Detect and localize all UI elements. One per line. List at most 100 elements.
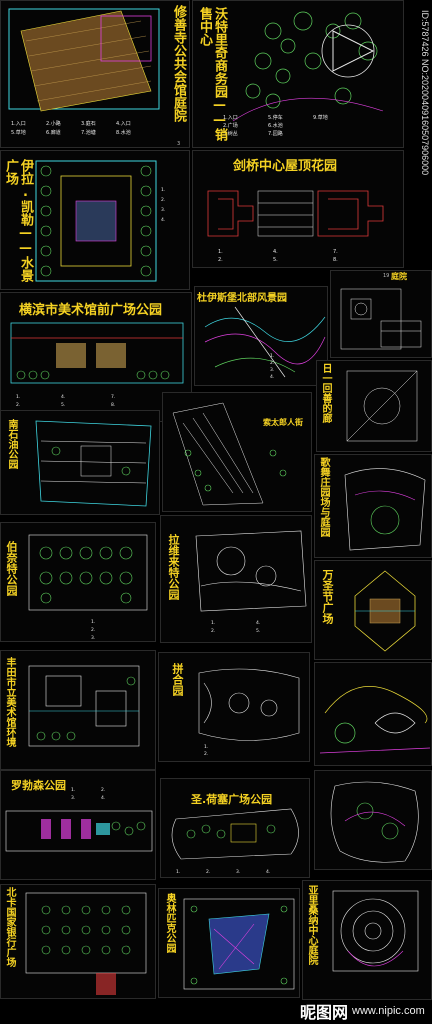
panel-title: 拼合园	[171, 663, 184, 696]
svg-text:2.广场: 2.广场	[223, 122, 238, 129]
panel-title: 伊拉.凯勒——水景广场	[3, 159, 33, 282]
drawing-panel-duyisibao: 杜伊斯堡北部风景园 1.2.3.4.	[194, 286, 328, 386]
svg-text:2.: 2.	[270, 360, 274, 366]
cad-drawing	[354, 570, 416, 652]
cad-drawing	[172, 402, 287, 506]
drawing-panel-shenghesai: 圣.荷塞广场公园 1.2.3.4.	[160, 778, 310, 878]
svg-text:3.树丛: 3.树丛	[223, 130, 238, 137]
cad-drawing: 1.2.3.4.	[171, 808, 299, 875]
drawing-panel-fengtian: 丰田市立美术馆环境	[0, 650, 156, 770]
cad-drawing: 1.2.	[198, 668, 300, 757]
svg-text:9.草地: 9.草地	[313, 114, 328, 121]
drawing-panel-aolinpike: 奥林匹克公园	[158, 888, 300, 998]
svg-text:5.草地: 5.草地	[11, 129, 26, 136]
svg-text:2.: 2.	[204, 751, 208, 757]
svg-text:3.: 3.	[161, 207, 165, 213]
svg-text:7.池塘: 7.池塘	[81, 129, 96, 136]
svg-text:2.: 2.	[91, 627, 95, 633]
svg-text:7.: 7.	[111, 394, 115, 400]
cad-drawing	[28, 665, 140, 747]
drawing-panel-nanshiyou: 南石油公园	[0, 410, 160, 515]
svg-text:3.: 3.	[91, 635, 95, 641]
cad-drawing: 1.4.7. 2.5.8.3.6.	[10, 322, 184, 416]
drawing-panel-tingyuan: 庭院 19	[330, 270, 432, 358]
svg-text:1.: 1.	[91, 619, 95, 625]
cad-drawing	[332, 890, 419, 972]
svg-text:3.庭石: 3.庭石	[81, 120, 96, 127]
panel-title: 剑桥中心屋顶花园	[233, 159, 338, 174]
drawing-panel-hengbin: 横滨市美术馆前广场公园 1.4.7. 2.5.8.3.6.	[0, 292, 192, 422]
svg-text:8.水池: 8.水池	[116, 129, 131, 136]
drawing-panel-spiral	[314, 662, 432, 766]
svg-text:5.: 5.	[256, 628, 260, 634]
cad-drawing	[340, 288, 422, 350]
svg-text:4.: 4.	[256, 620, 260, 626]
cad-drawing	[319, 686, 431, 754]
cad-drawing	[183, 898, 295, 990]
svg-text:6.水池: 6.水池	[268, 122, 283, 129]
svg-text:1.入口: 1.入口	[11, 121, 26, 127]
panel-title: 日一回善的廊	[320, 363, 331, 423]
svg-text:4.: 4.	[273, 249, 278, 255]
panel-title: 杜伊斯堡北部风景园	[197, 293, 287, 304]
drawing-panel-organic	[314, 770, 432, 870]
svg-text:2.: 2.	[206, 869, 210, 875]
page-number: 19	[383, 273, 390, 279]
page-number: 3	[177, 141, 181, 147]
svg-text:3.: 3.	[71, 795, 75, 801]
svg-text:2.: 2.	[161, 197, 165, 203]
svg-text:1.: 1.	[16, 394, 20, 400]
svg-text:7.园路: 7.园路	[268, 130, 283, 137]
svg-text:6.廊道: 6.廊道	[46, 129, 61, 136]
drawing-panel-laweilaite: 拉维来特公园 1.4.2.5.	[160, 515, 312, 643]
cad-drawing: 1.2.3.4.	[5, 787, 153, 852]
drawing-panel-pinhe: 拼合园 1.2.	[158, 652, 310, 762]
watermark-logo: 昵图网 www.nipic.com	[300, 1000, 425, 1022]
svg-text:2.: 2.	[211, 628, 215, 634]
svg-text:1.: 1.	[71, 787, 75, 793]
svg-text:1.: 1.	[204, 744, 208, 750]
cad-drawing	[25, 892, 147, 995]
svg-text:8.: 8.	[333, 257, 338, 263]
cad-drawing	[346, 370, 418, 442]
panel-title: 亚里桑纳中心庭院	[306, 885, 317, 965]
svg-text:8.: 8.	[111, 402, 115, 408]
svg-text:4.入口: 4.入口	[116, 121, 131, 127]
cad-drawing: 1. 2. 3.	[28, 534, 148, 641]
watermark-id: ID:5787426 NO:20200409160507906000	[420, 10, 430, 176]
drawing-panel-rihui: 日一回善的廊	[316, 360, 432, 452]
cad-drawing: 1.4.2.5.	[195, 530, 307, 634]
drawing-panel-gewu: 歌舞庄园场与庭园	[314, 454, 432, 558]
cad-drawing	[330, 781, 419, 863]
panel-title: 修善寺公共会馆庭院	[171, 5, 186, 122]
cad-drawing: 1.4.7. 2.5.8.	[207, 190, 384, 263]
panel-title: 索太郎人街	[263, 418, 303, 427]
panel-title: 丰田市立美术馆环境	[4, 657, 15, 747]
panel-title: 拉维来特公园	[167, 534, 180, 600]
cad-drawing: 1.2.3.4.	[204, 306, 326, 380]
svg-text:5.: 5.	[273, 257, 278, 263]
drawing-panel-beika: 北卡国家银行广场	[0, 884, 156, 999]
watermark-logo-text: 昵图网	[300, 1005, 349, 1022]
svg-text:3.: 3.	[270, 367, 274, 373]
panel-title: 罗勃森公园	[11, 779, 66, 792]
svg-text:4.: 4.	[266, 869, 270, 875]
panel-title: 横滨市美术馆前广场公园	[19, 303, 163, 318]
panel-title: 南石油公园	[6, 419, 17, 469]
drawing-panel-yalisangna: 亚里桑纳中心庭院	[302, 880, 432, 1000]
svg-text:5.停车: 5.停车	[268, 114, 283, 121]
svg-text:2.: 2.	[101, 787, 105, 793]
svg-text:1.: 1.	[161, 187, 165, 193]
cad-drawing: 1. 2. 3. 4.	[35, 160, 165, 282]
panel-title: 圣.荷塞广场公园	[191, 793, 273, 806]
svg-text:4.: 4.	[61, 394, 65, 400]
svg-text:4.: 4.	[161, 217, 165, 223]
drawing-panel-yilakaile: 1. 2. 3. 4. 伊拉.凯勒——水景广场	[0, 150, 190, 290]
svg-text:1.: 1.	[218, 249, 223, 255]
panel-title: 北卡国家银行广场	[4, 887, 15, 967]
svg-text:1.: 1.	[270, 353, 274, 359]
panel-title: 歌舞庄园场与庭园	[318, 457, 329, 537]
